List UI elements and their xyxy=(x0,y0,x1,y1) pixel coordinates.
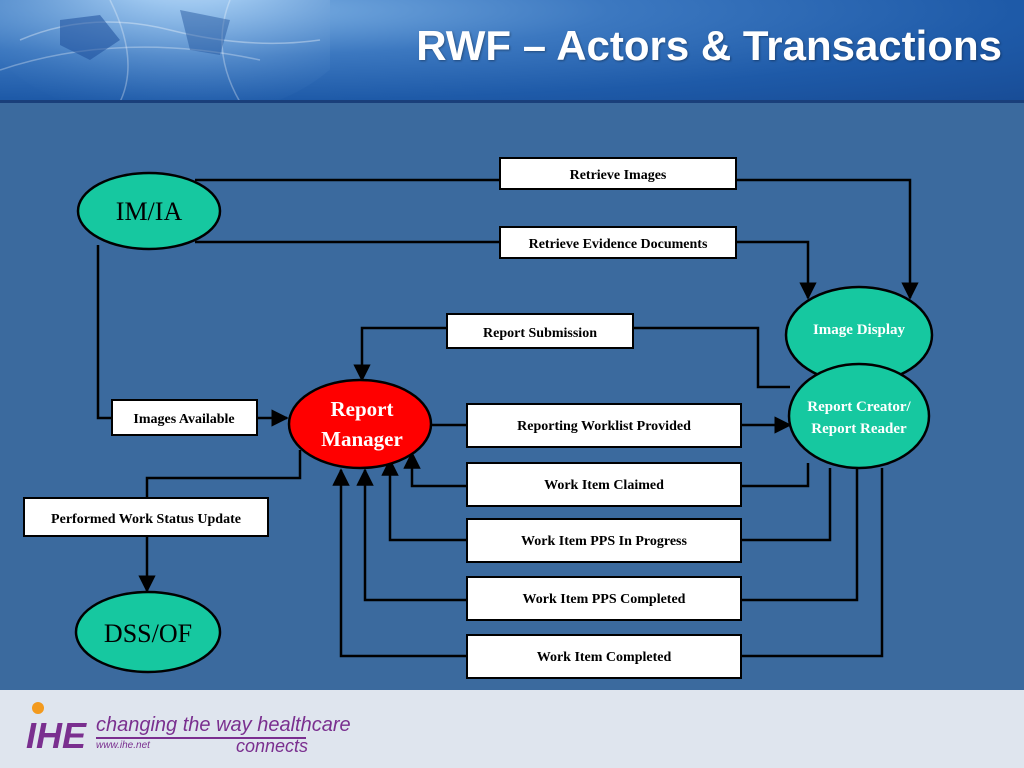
footer-bar xyxy=(0,690,1024,768)
transaction-report-submission[interactable]: Report Submission xyxy=(446,313,634,349)
actor-imia[interactable]: IM/IA xyxy=(76,171,222,251)
tagline-changing: changing the way healthcare xyxy=(96,714,351,736)
line-report-submission xyxy=(353,326,790,389)
work-item-claimed-label: Work Item Claimed xyxy=(544,478,664,493)
report-manager-label-2: Manager xyxy=(321,427,403,451)
reporting-worklist-label: Reporting Worklist Provided xyxy=(517,419,691,434)
pps-completed-label: Work Item PPS Completed xyxy=(523,592,686,607)
header-divider xyxy=(0,100,1024,103)
globe-graphic xyxy=(0,0,330,102)
pps-in-progress-label: Work Item PPS In Progress xyxy=(521,534,687,549)
slide-title: RWF – Actors & Transactions xyxy=(416,22,1002,69)
tagline-connects: connects xyxy=(236,736,309,756)
retrieve-images-label: Retrieve Images xyxy=(570,168,667,183)
actor-report-manager[interactable]: Report Manager xyxy=(287,378,433,470)
retrieve-evidence-label: Retrieve Evidence Documents xyxy=(529,237,708,252)
transaction-pps-in-progress[interactable]: Work Item PPS In Progress xyxy=(466,518,742,563)
line-images-available xyxy=(96,245,289,427)
ihe-logo[interactable]: IHE xyxy=(22,698,322,760)
imia-label: IM/IA xyxy=(116,197,183,226)
actor-dss-of[interactable]: DSS/OF xyxy=(74,590,222,674)
transaction-retrieve-evidence[interactable]: Retrieve Evidence Documents xyxy=(499,226,737,259)
actor-report-creator[interactable]: Report Creator/ Report Reader xyxy=(787,362,931,470)
transaction-work-item-completed[interactable]: Work Item Completed xyxy=(466,634,742,679)
transaction-reporting-worklist[interactable]: Reporting Worklist Provided xyxy=(466,403,742,448)
line-retrieve-images xyxy=(195,178,919,300)
report-submission-label: Report Submission xyxy=(483,326,597,341)
header-banner: RWF – Actors & Transactions xyxy=(0,0,1024,102)
images-available-label: Images Available xyxy=(133,412,234,427)
transaction-performed-work-status[interactable]: Performed Work Status Update xyxy=(23,497,269,537)
transaction-work-item-claimed[interactable]: Work Item Claimed xyxy=(466,462,742,507)
actor-image-display[interactable]: Image Display xyxy=(784,285,934,385)
transaction-pps-completed[interactable]: Work Item PPS Completed xyxy=(466,576,742,621)
report-creator-label-2: Report Reader xyxy=(811,421,907,437)
report-creator-label-1: Report Creator/ xyxy=(807,399,911,415)
line-retrieve-evidence xyxy=(195,240,817,300)
site-url-link[interactable]: www.ihe.net xyxy=(96,740,150,751)
dss-label: DSS/OF xyxy=(104,619,192,648)
logo-divider xyxy=(96,737,306,739)
work-item-completed-label: Work Item Completed xyxy=(537,650,672,665)
image-display-label: Image Display xyxy=(813,322,906,338)
actors-transactions-diagram: Retrieve Images Retrieve Evidence Docume… xyxy=(23,157,934,679)
diagram-area: Retrieve Images Retrieve Evidence Docume… xyxy=(0,103,1024,690)
transaction-retrieve-images[interactable]: Retrieve Images xyxy=(499,157,737,190)
transaction-images-available[interactable]: Images Available xyxy=(111,399,258,436)
performed-work-status-label: Performed Work Status Update xyxy=(51,512,241,527)
svg-text:IHE: IHE xyxy=(26,715,87,756)
report-manager-label-1: Report xyxy=(331,397,394,421)
